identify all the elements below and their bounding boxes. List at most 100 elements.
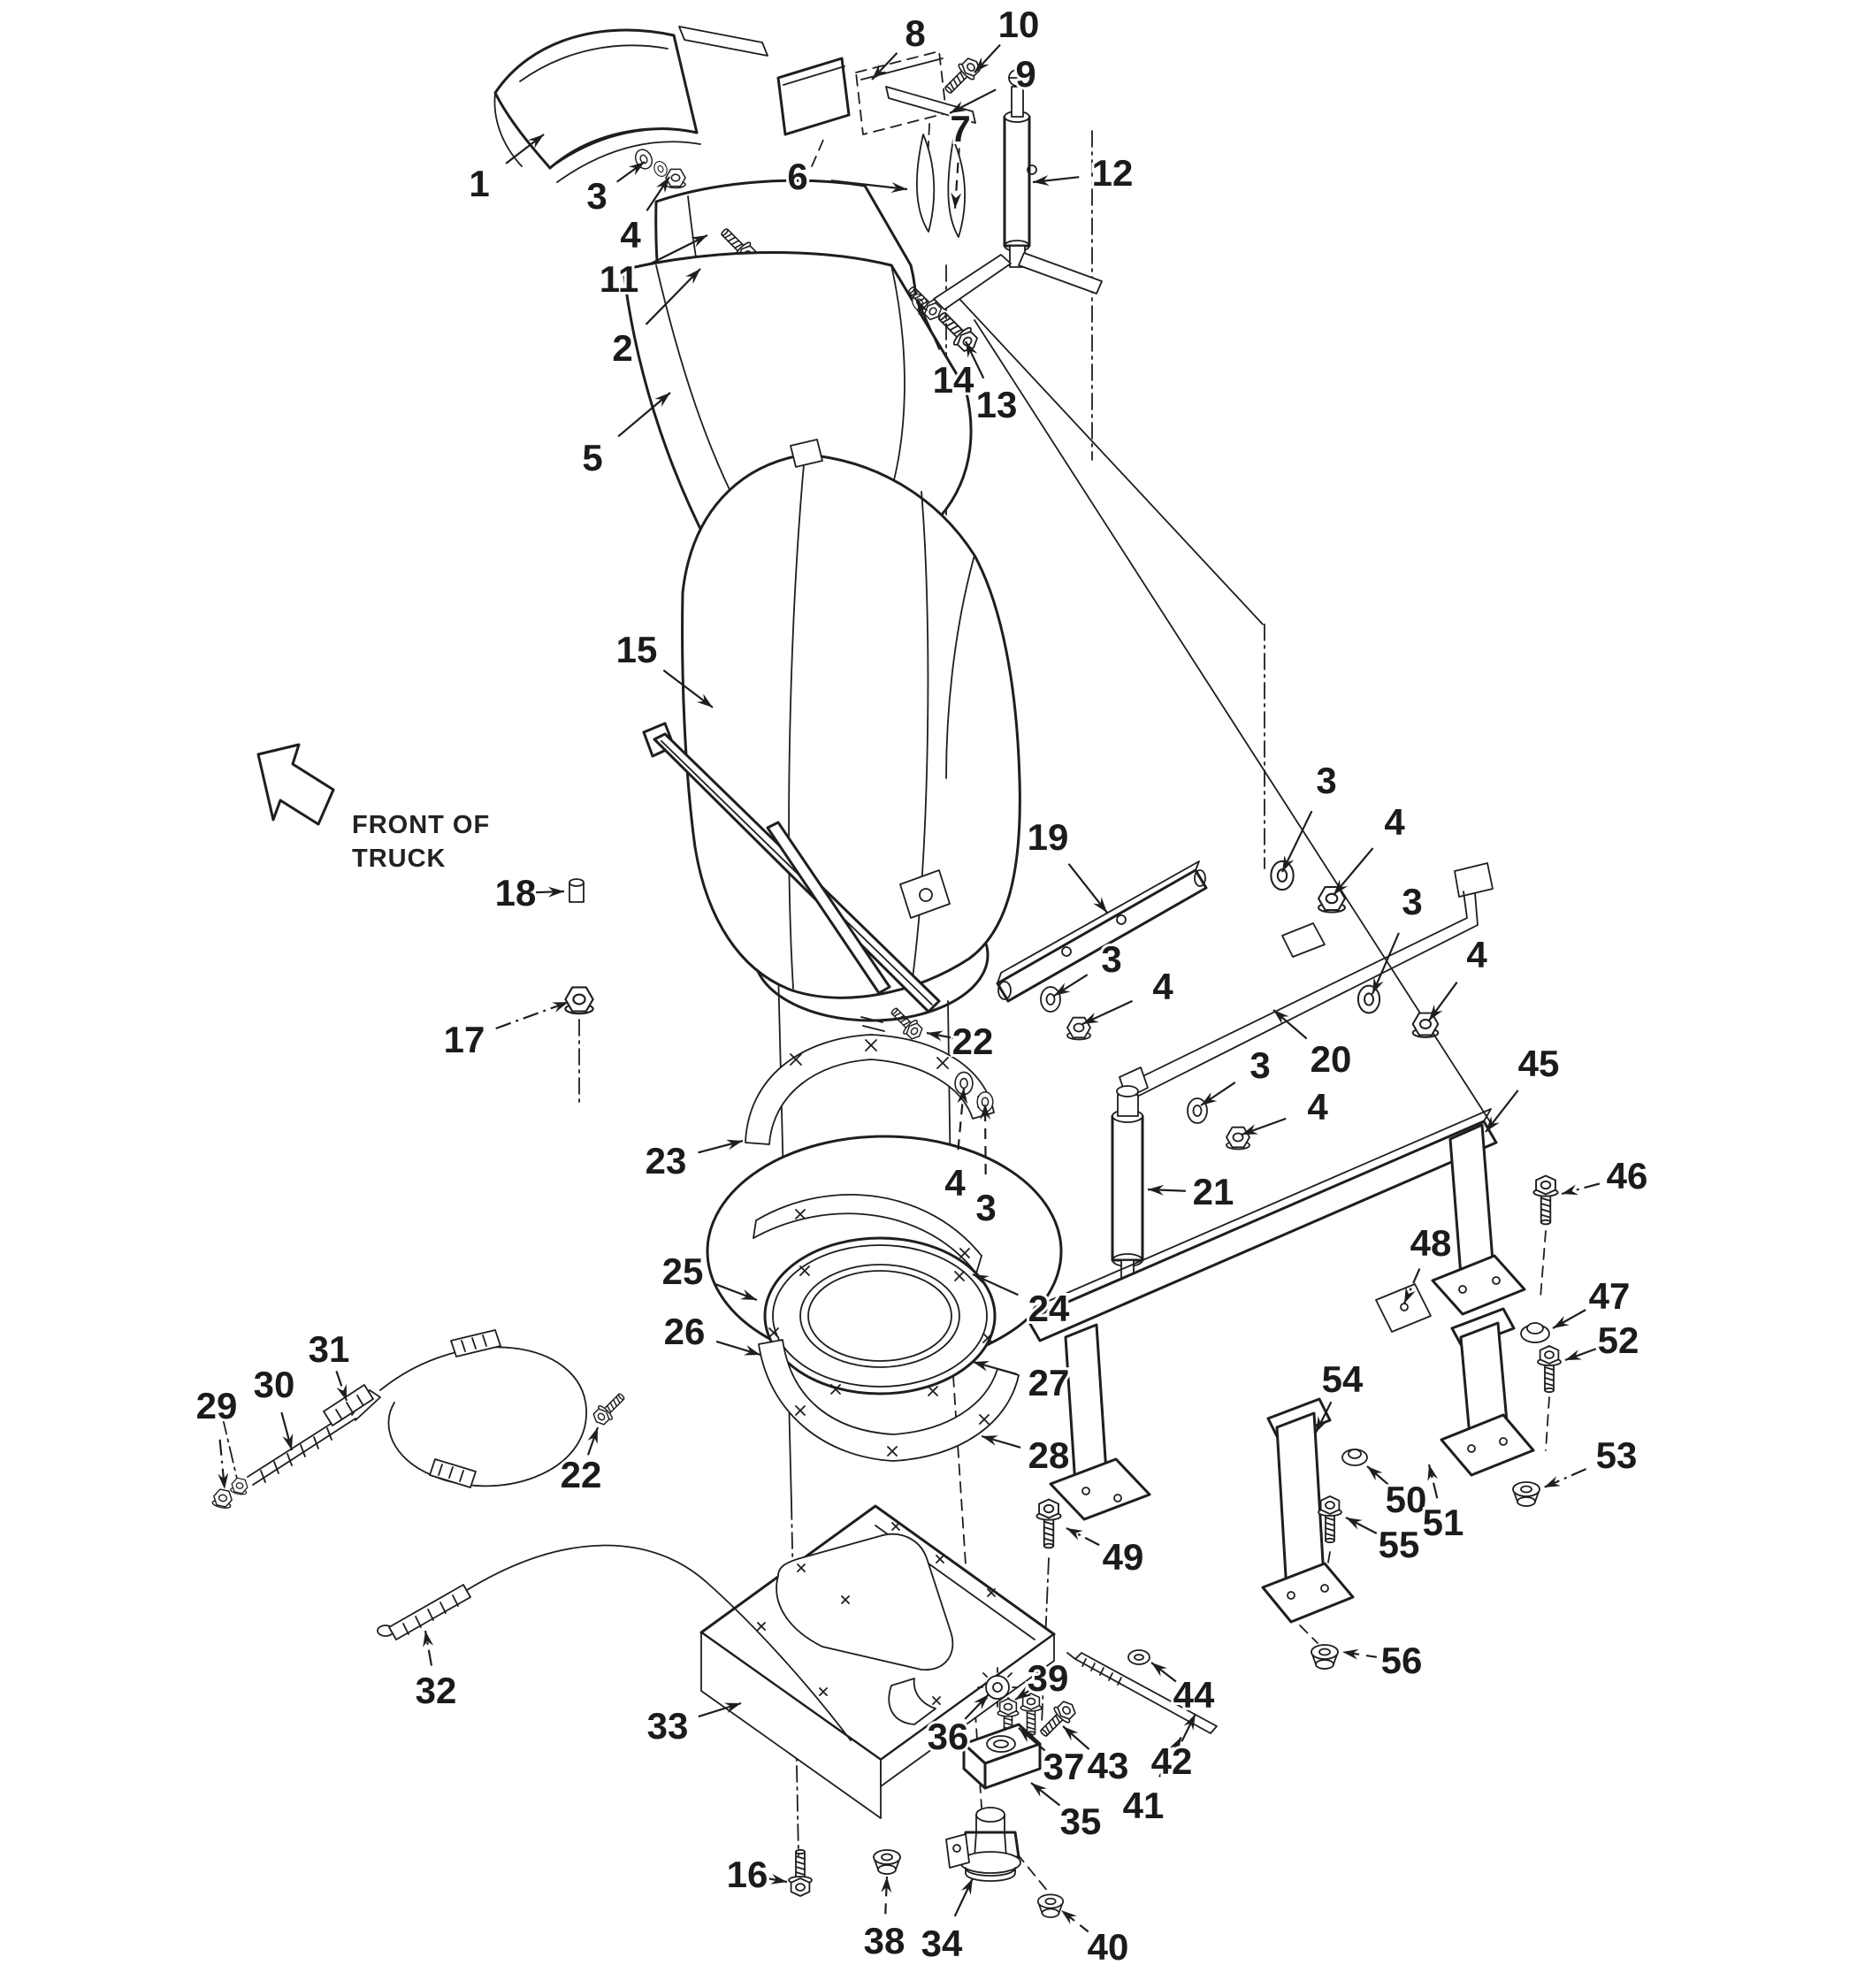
part15-chute bbox=[642, 439, 1021, 1032]
callout-label-28-38: 28 bbox=[1028, 1434, 1070, 1476]
callout-label-15-24: 15 bbox=[616, 629, 658, 670]
callout-label-54-64: 54 bbox=[1322, 1358, 1364, 1400]
cap-fasteners bbox=[631, 146, 686, 189]
callout-label-53-63: 53 bbox=[1596, 1434, 1638, 1476]
part47-washer bbox=[1520, 1322, 1550, 1343]
callout-leader-3-7 bbox=[980, 1103, 991, 1175]
grommet-40 bbox=[1036, 1893, 1065, 1918]
callout-label-31-41: 31 bbox=[309, 1328, 350, 1370]
callout-label-50-60: 50 bbox=[1386, 1479, 1427, 1520]
callout-leader-37-47 bbox=[1018, 1727, 1046, 1752]
callout-label-36-46: 36 bbox=[928, 1716, 969, 1757]
callout-leader-8-17 bbox=[871, 52, 898, 80]
bolt-10 bbox=[939, 53, 985, 99]
callout-leader-4-8 bbox=[646, 176, 670, 211]
callout-leader-49-59 bbox=[1066, 1527, 1100, 1547]
callout-label-4-13: 4 bbox=[944, 1162, 966, 1204]
callout-label-3-4: 3 bbox=[1101, 938, 1121, 980]
callout-leader-40-50 bbox=[1060, 1909, 1089, 1933]
part48-shim-plate bbox=[1375, 1283, 1432, 1333]
callout-label-20-29: 20 bbox=[1311, 1038, 1352, 1080]
part50-washer bbox=[1341, 1449, 1368, 1466]
part9-strap bbox=[885, 86, 976, 124]
part35-bracket bbox=[962, 1723, 1042, 1790]
callout-leader-4-11 bbox=[1428, 982, 1458, 1021]
callout-leader-3-6 bbox=[1200, 1081, 1236, 1106]
part21-cylinder bbox=[1111, 1085, 1144, 1281]
part51-post bbox=[1440, 1307, 1535, 1477]
callout-leader-24-34 bbox=[972, 1273, 1019, 1296]
callout-label-22-32: 22 bbox=[561, 1454, 602, 1495]
callout-leader-15-24 bbox=[662, 669, 714, 708]
front-of-truck-note: FRONT OF TRUCK bbox=[256, 743, 491, 875]
callout-label-32-42: 32 bbox=[416, 1670, 457, 1711]
part7-blades bbox=[916, 134, 966, 238]
callout-label-25-35: 25 bbox=[662, 1250, 704, 1292]
callout-leader-3-4 bbox=[1053, 974, 1089, 997]
callout-leader-4-10 bbox=[1081, 999, 1133, 1025]
callout-label-29-39: 29 bbox=[196, 1385, 238, 1426]
part28-lower-flange bbox=[758, 1339, 1020, 1462]
callout-label-5-14: 5 bbox=[582, 437, 602, 478]
callout-leader-17-26 bbox=[495, 1000, 569, 1030]
callout-label-14-23: 14 bbox=[933, 359, 974, 401]
callout-leader-14-23 bbox=[915, 298, 941, 350]
part26-27-rotation-ring bbox=[763, 1236, 997, 1396]
callout-label-12-21: 12 bbox=[1092, 152, 1134, 194]
bolt-52 bbox=[1537, 1345, 1562, 1394]
callout-leader-41-51 bbox=[1158, 1736, 1182, 1778]
part12-cylinder bbox=[933, 69, 1103, 310]
part17-flange-nut bbox=[564, 986, 594, 1015]
grommet-53 bbox=[1512, 1481, 1540, 1507]
part19-support-bar bbox=[996, 860, 1208, 1003]
callout-label-30-40: 30 bbox=[254, 1364, 295, 1405]
callout-label-9-18: 9 bbox=[1015, 53, 1035, 95]
callout-label-34-44: 34 bbox=[921, 1923, 963, 1964]
callout-label-3-5: 3 bbox=[1402, 881, 1422, 922]
callout-leader-13-22 bbox=[965, 340, 985, 379]
callout-label-51-61: 51 bbox=[1423, 1502, 1464, 1543]
part45-frame bbox=[1026, 1108, 1526, 1521]
callout-leader-44-54 bbox=[1150, 1662, 1177, 1683]
callout-leader-4-13 bbox=[957, 1087, 968, 1151]
callout-label-13-22: 13 bbox=[976, 384, 1018, 425]
callout-leader-26-36 bbox=[715, 1340, 761, 1357]
callout-leader-38-48 bbox=[881, 1876, 892, 1915]
callout-label-43-53: 43 bbox=[1088, 1745, 1129, 1786]
callout-leader-9-18 bbox=[949, 88, 997, 114]
front-note-line1: FRONT OF bbox=[352, 811, 490, 839]
callout-leader-55-65 bbox=[1345, 1517, 1378, 1534]
callout-leader-50-60 bbox=[1366, 1465, 1391, 1487]
part34-motor bbox=[945, 1807, 1021, 1882]
cable-2 bbox=[466, 1544, 852, 1741]
callout-leader-33-43 bbox=[698, 1701, 742, 1718]
callout-leader-25-35 bbox=[713, 1282, 758, 1302]
callout-leader-20-29 bbox=[1272, 1009, 1308, 1040]
nut-29b bbox=[229, 1476, 250, 1496]
callout-label-2-1: 2 bbox=[612, 327, 632, 369]
callout-leader-32-42 bbox=[423, 1630, 434, 1666]
callout-leader-4-9 bbox=[1333, 847, 1374, 896]
callout-leader-11-20 bbox=[648, 234, 708, 265]
callout-label-27-37: 27 bbox=[1028, 1362, 1070, 1403]
callout-label-21-30: 21 bbox=[1193, 1171, 1234, 1212]
callout-label-56-66: 56 bbox=[1381, 1640, 1423, 1681]
callout-label-37-47: 37 bbox=[1043, 1746, 1085, 1787]
part54-post bbox=[1261, 1397, 1355, 1624]
callout-label-39-49: 39 bbox=[1028, 1657, 1069, 1699]
callout-leader-39-49 bbox=[1014, 1686, 1035, 1701]
bolt-22-left bbox=[589, 1388, 630, 1429]
callout-leader-12-21 bbox=[1032, 175, 1080, 186]
callout-label-41-51: 41 bbox=[1123, 1785, 1165, 1826]
callout-label-10-19: 10 bbox=[998, 4, 1040, 45]
callout-label-6-15: 6 bbox=[787, 156, 807, 197]
callout-leader-31-41 bbox=[335, 1371, 348, 1402]
part24-band bbox=[755, 1193, 982, 1257]
callout-label-3-7: 3 bbox=[975, 1187, 996, 1228]
grommet-56 bbox=[1311, 1644, 1339, 1670]
callout-label-3-2: 3 bbox=[586, 175, 607, 217]
callout-label-38-48: 38 bbox=[864, 1920, 906, 1961]
callout-leader-19-28 bbox=[1067, 863, 1108, 914]
callout-label-26-36: 26 bbox=[664, 1311, 706, 1352]
